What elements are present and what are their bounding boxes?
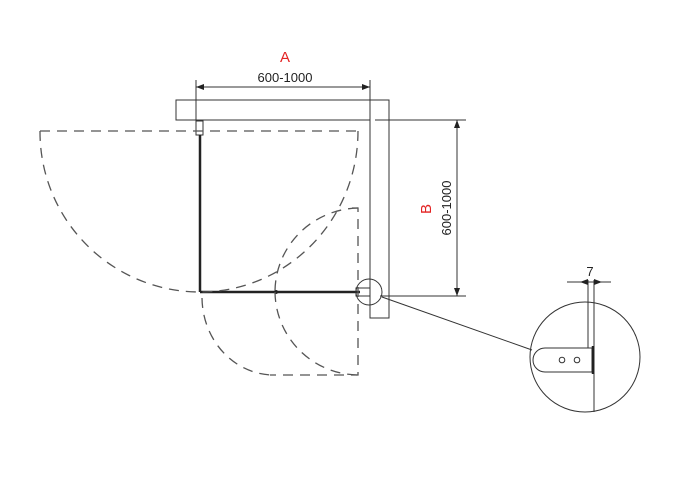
door-swing-paths — [39, 130, 359, 376]
swing-arc-left — [39, 130, 201, 293]
bracket-body — [532, 347, 593, 373]
depth-label: B — [418, 204, 435, 214]
dimension-b: B 600-1000 — [375, 119, 466, 297]
wall-outline — [175, 99, 390, 319]
depth-range: 600-1000 — [439, 181, 454, 236]
wall-bracket-top — [195, 120, 204, 136]
arrow-right — [594, 279, 602, 285]
detail-dimension-label: 7 — [586, 264, 593, 279]
walls — [175, 99, 390, 319]
width-label: A — [280, 49, 290, 66]
width-range: 600-1000 — [258, 70, 313, 85]
screw-2 — [573, 356, 581, 364]
screw-1 — [558, 356, 566, 364]
leader-line — [381, 296, 533, 351]
detail-circle — [529, 301, 641, 413]
swing-arc-right — [199, 130, 359, 293]
glass-panels — [195, 120, 371, 297]
swing-arc-small-bottom — [274, 291, 359, 376]
swing-arc-small-top — [274, 207, 359, 293]
arrow-left — [580, 279, 588, 285]
dimension-a: A 600-1000 — [195, 49, 371, 130]
swing-arc-lower — [201, 297, 273, 376]
detail-marker-circle — [355, 278, 383, 306]
detail-callout: 7 — [355, 264, 641, 413]
